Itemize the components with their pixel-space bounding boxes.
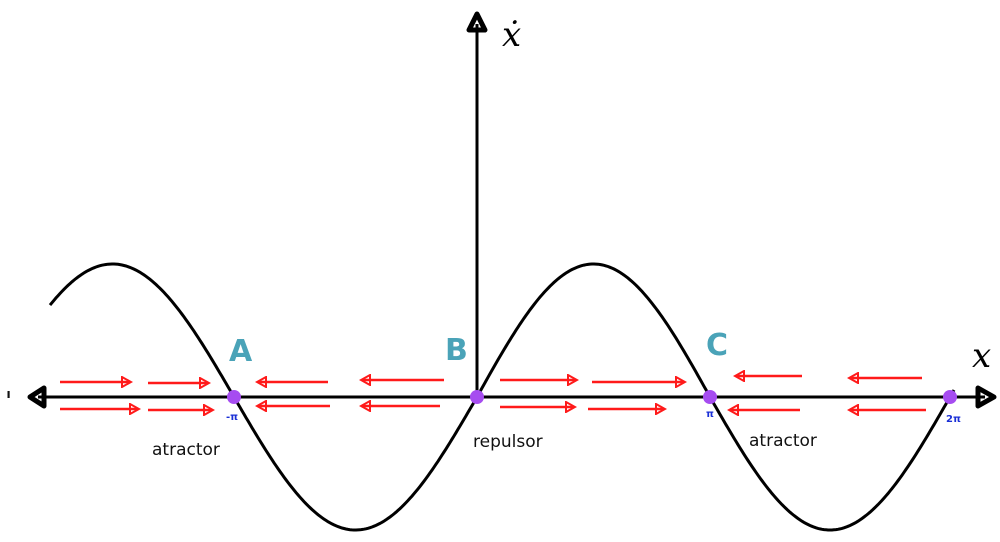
tick-label-neg-pi: -π: [226, 412, 238, 423]
tick-label-2pi: 2π: [946, 414, 961, 425]
y-axis-arrowhead: [466, 11, 488, 33]
x-axis-arrowhead-left: [27, 385, 47, 409]
fixed-point-d: [943, 390, 957, 404]
y-axis-label: ẋ: [502, 15, 521, 55]
annotation-atractor-left: atractor: [152, 440, 220, 460]
sine-curve: [48, 262, 956, 532]
flow-arrows: [60, 376, 926, 410]
point-label-c: C: [706, 328, 728, 363]
left-mark: ': [5, 387, 12, 417]
fixed-point-c: [703, 390, 717, 404]
annotation-atractor-right: atractor: [749, 431, 817, 451]
point-label-b: B: [445, 333, 468, 368]
annotation-repulsor: repulsor: [473, 432, 543, 452]
tick-label-pi: π: [706, 409, 714, 420]
x-axis-label: x: [972, 336, 991, 376]
x-axis-arrowhead-right: [975, 385, 997, 409]
fixed-point-b: [470, 390, 484, 404]
fixed-point-a: [227, 390, 241, 404]
point-label-a: A: [229, 334, 253, 369]
